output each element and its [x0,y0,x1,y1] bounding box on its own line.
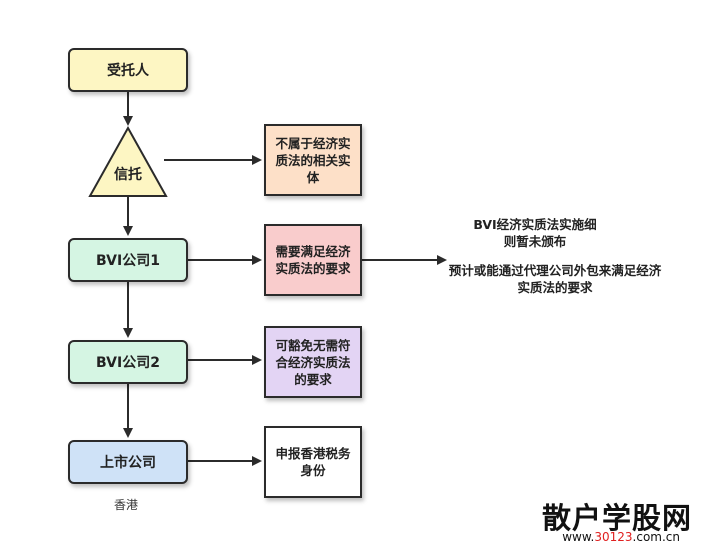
watermark-url-suffix: .com.cn [632,530,680,544]
bvi1-box: BVI公司1 [68,238,188,282]
settlor-box: 受托人 [68,48,188,92]
settlor-label: 受托人 [107,63,149,79]
bvi2-note-text: 可豁免无需符合经济实质法的要求 [275,337,351,387]
watermark-title: 散户学股网 [541,501,692,535]
trust-triangle [88,125,168,197]
listed-company-box: 上市公司 [68,440,188,484]
side-text-line1: BVI经济实质法实施细则暂未颁布 [473,217,597,249]
bvi1-label: BVI公司1 [96,253,160,269]
trust-label: 信托 [114,167,142,183]
watermark-url: www.30123.com.cn [562,530,680,544]
listed-company-note: 申报香港税务身份 [264,426,362,498]
bvi2-label: BVI公司2 [96,355,160,371]
hong-kong-caption: 香港 [114,498,139,512]
trust-note: 不属于经济实质法的相关实体 [264,124,362,196]
side-text-line2: 预计或能通过代理公司外包来满足经济实质法的要求 [448,263,662,295]
bvi2-note: 可豁免无需符合经济实质法的要求 [264,326,362,398]
watermark-url-prefix: www. [562,530,595,544]
bvi1-note-text: 需要满足经济实质法的要求 [275,244,351,276]
bvi2-box: BVI公司2 [68,340,188,384]
watermark-url-number: 30123 [594,530,633,544]
trust-note-text: 不属于经济实质法的相关实体 [275,135,351,185]
bvi1-note: 需要满足经济实质法的要求 [264,224,362,296]
listed-company-label: 上市公司 [100,455,156,471]
listed-company-note-text: 申报香港税务身份 [275,446,351,478]
